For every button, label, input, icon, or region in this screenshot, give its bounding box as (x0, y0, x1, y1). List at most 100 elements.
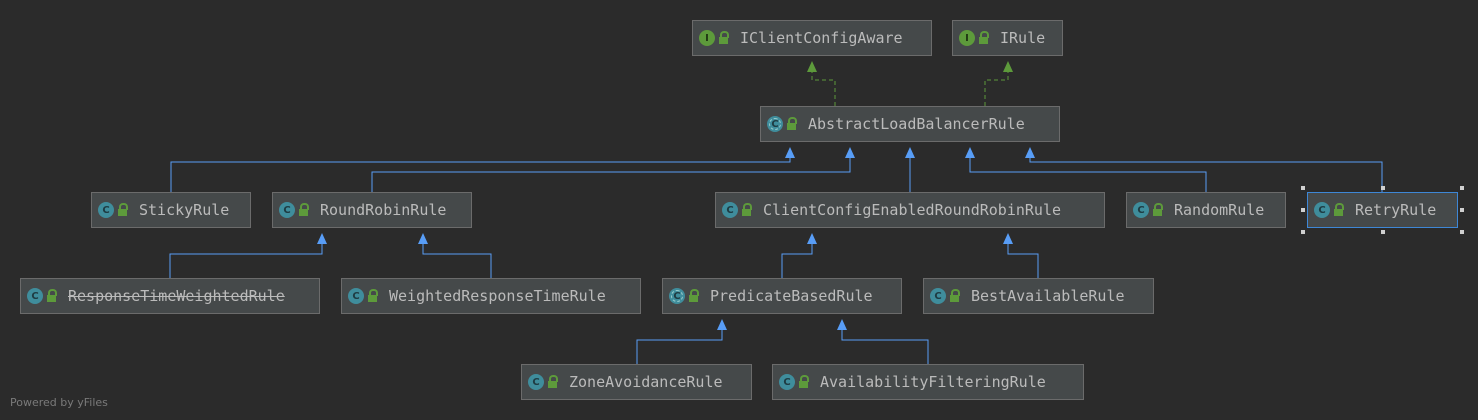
node-predicatebasedrule[interactable]: C PredicateBasedRule (662, 278, 902, 314)
node-label: RetryRule (1355, 201, 1437, 219)
class-icon: C (1133, 202, 1149, 218)
node-label: IClientConfigAware (740, 29, 903, 47)
public-lock-icon (787, 116, 797, 130)
class-icon: C (1314, 202, 1330, 218)
class-icon: C (348, 288, 364, 304)
edge-clientconfigenabledroundrobinrule-abstractloadbalancerrule[interactable] (905, 147, 915, 192)
inheritance-arrowhead (785, 147, 795, 158)
selection-handle-right-middle[interactable] (1460, 208, 1464, 212)
edge-line (169, 234, 323, 278)
public-lock-icon (47, 288, 57, 302)
selection-handle-bottom-center[interactable] (1381, 230, 1385, 234)
public-lock-icon (1334, 202, 1344, 216)
edge-responsetimeweightedrule-roundrobinrule[interactable] (169, 233, 327, 278)
edge-line (781, 234, 813, 278)
node-irule[interactable]: I IRule (952, 20, 1063, 56)
edge-randomrule-abstractloadbalancerrule[interactable] (965, 147, 1207, 192)
public-lock-icon (950, 288, 960, 302)
node-abstractloadbalancerrule[interactable]: C AbstractLoadBalancerRule (760, 106, 1060, 142)
node-roundrobinrule[interactable]: C RoundRobinRule (272, 192, 472, 228)
public-lock-icon (1153, 202, 1163, 216)
node-label: ZoneAvoidanceRule (569, 373, 723, 391)
public-lock-icon (799, 374, 809, 388)
node-availabilityfilteringrule[interactable]: C AvailabilityFilteringRule (772, 364, 1084, 400)
node-clientconfigenabledroundrobinrule[interactable]: C ClientConfigEnabledRoundRobinRule (715, 192, 1105, 228)
selection-handle-top-center[interactable] (1381, 186, 1385, 190)
node-label: WeightedResponseTimeRule (389, 287, 606, 305)
node-stickyrule[interactable]: C StickyRule (91, 192, 251, 228)
edge-stickyrule-abstractloadbalancerrule[interactable] (170, 147, 795, 192)
class-icon: C (27, 288, 43, 304)
selection-handle-bottom-left[interactable] (1301, 230, 1305, 234)
class-icon: C (722, 202, 738, 218)
interface-icon: I (959, 30, 975, 46)
inheritance-arrowhead (1003, 233, 1013, 244)
node-label: ClientConfigEnabledRoundRobinRule (763, 201, 1062, 219)
node-label: AbstractLoadBalancerRule (808, 115, 1025, 133)
edge-line (371, 148, 851, 192)
inheritance-arrowhead (845, 147, 855, 158)
public-lock-icon (689, 288, 699, 302)
class-icon: C (930, 288, 946, 304)
public-lock-icon (979, 30, 989, 44)
selection-handle-left-middle[interactable] (1301, 208, 1305, 212)
inheritance-arrowhead (1025, 147, 1035, 158)
class-icon: C (528, 374, 544, 390)
class-icon: C (279, 202, 295, 218)
node-retryrule[interactable]: C RetryRule (1307, 192, 1458, 228)
edge-line (422, 234, 492, 278)
edge-line (969, 148, 1207, 192)
public-lock-icon (719, 30, 729, 44)
edge-predicatebasedrule-clientconfigenabledroundrobinrule[interactable] (781, 233, 817, 278)
node-label: AvailabilityFilteringRule (820, 373, 1046, 391)
inheritance-arrowhead (807, 233, 817, 244)
node-randomrule[interactable]: C RandomRule (1126, 192, 1286, 228)
inheritance-arrowhead (717, 319, 727, 330)
node-label: RoundRobinRule (320, 201, 447, 219)
edge-weightedresponsetimerule-roundrobinrule[interactable] (418, 233, 492, 278)
edge-abstractloadbalancerrule-irule[interactable] (984, 61, 1013, 106)
node-label: ResponseTimeWeightedRule (68, 287, 285, 305)
inheritance-arrowhead (317, 233, 327, 244)
edge-line (1007, 234, 1039, 278)
node-label: PredicateBasedRule (710, 287, 873, 305)
inheritance-arrowhead (837, 319, 847, 330)
edge-retryrule-abstractloadbalancerrule[interactable] (1025, 147, 1383, 192)
edge-bestavailablerule-clientconfigenabledroundrobinrule[interactable] (1003, 233, 1039, 278)
edge-roundrobinrule-abstractloadbalancerrule[interactable] (371, 147, 855, 192)
node-responsetimeweightedrule[interactable]: C ResponseTimeWeightedRule (20, 278, 320, 314)
node-zoneavoidancerule[interactable]: C ZoneAvoidanceRule (521, 364, 752, 400)
inheritance-arrowhead (1003, 61, 1013, 72)
edge-line (170, 148, 791, 192)
edge-line (636, 320, 723, 364)
public-lock-icon (742, 202, 752, 216)
node-iclientconfigaware[interactable]: I IClientConfigAware (692, 20, 932, 56)
abstract-class-icon: C (669, 288, 685, 304)
interface-icon: I (699, 30, 715, 46)
node-label: IRule (1000, 29, 1046, 47)
selection-handle-top-right[interactable] (1460, 186, 1464, 190)
edge-zoneavoidancerule-predicatebasedrule[interactable] (636, 319, 727, 364)
edge-abstractloadbalancerrule-iclientconfigaware[interactable] (807, 61, 836, 106)
footer-credit: Powered by yFiles (10, 396, 108, 409)
inheritance-arrowhead (905, 147, 915, 158)
selection-handle-bottom-right[interactable] (1460, 230, 1464, 234)
public-lock-icon (299, 202, 309, 216)
public-lock-icon (118, 202, 128, 216)
node-bestavailablerule[interactable]: C BestAvailableRule (923, 278, 1154, 314)
node-label: StickyRule (139, 201, 230, 219)
node-weightedresponsetimerule[interactable]: C WeightedResponseTimeRule (341, 278, 641, 314)
edge-availabilityfilteringrule-predicatebasedrule[interactable] (837, 319, 929, 364)
public-lock-icon (548, 374, 558, 388)
node-label: RandomRule (1174, 201, 1265, 219)
inheritance-arrowhead (807, 61, 817, 72)
edge-line (841, 320, 929, 364)
public-lock-icon (368, 288, 378, 302)
class-icon: C (98, 202, 114, 218)
class-icon: C (779, 374, 795, 390)
inheritance-arrowhead (965, 147, 975, 158)
selection-handle-top-left[interactable] (1301, 186, 1305, 190)
inheritance-arrowhead (418, 233, 428, 244)
